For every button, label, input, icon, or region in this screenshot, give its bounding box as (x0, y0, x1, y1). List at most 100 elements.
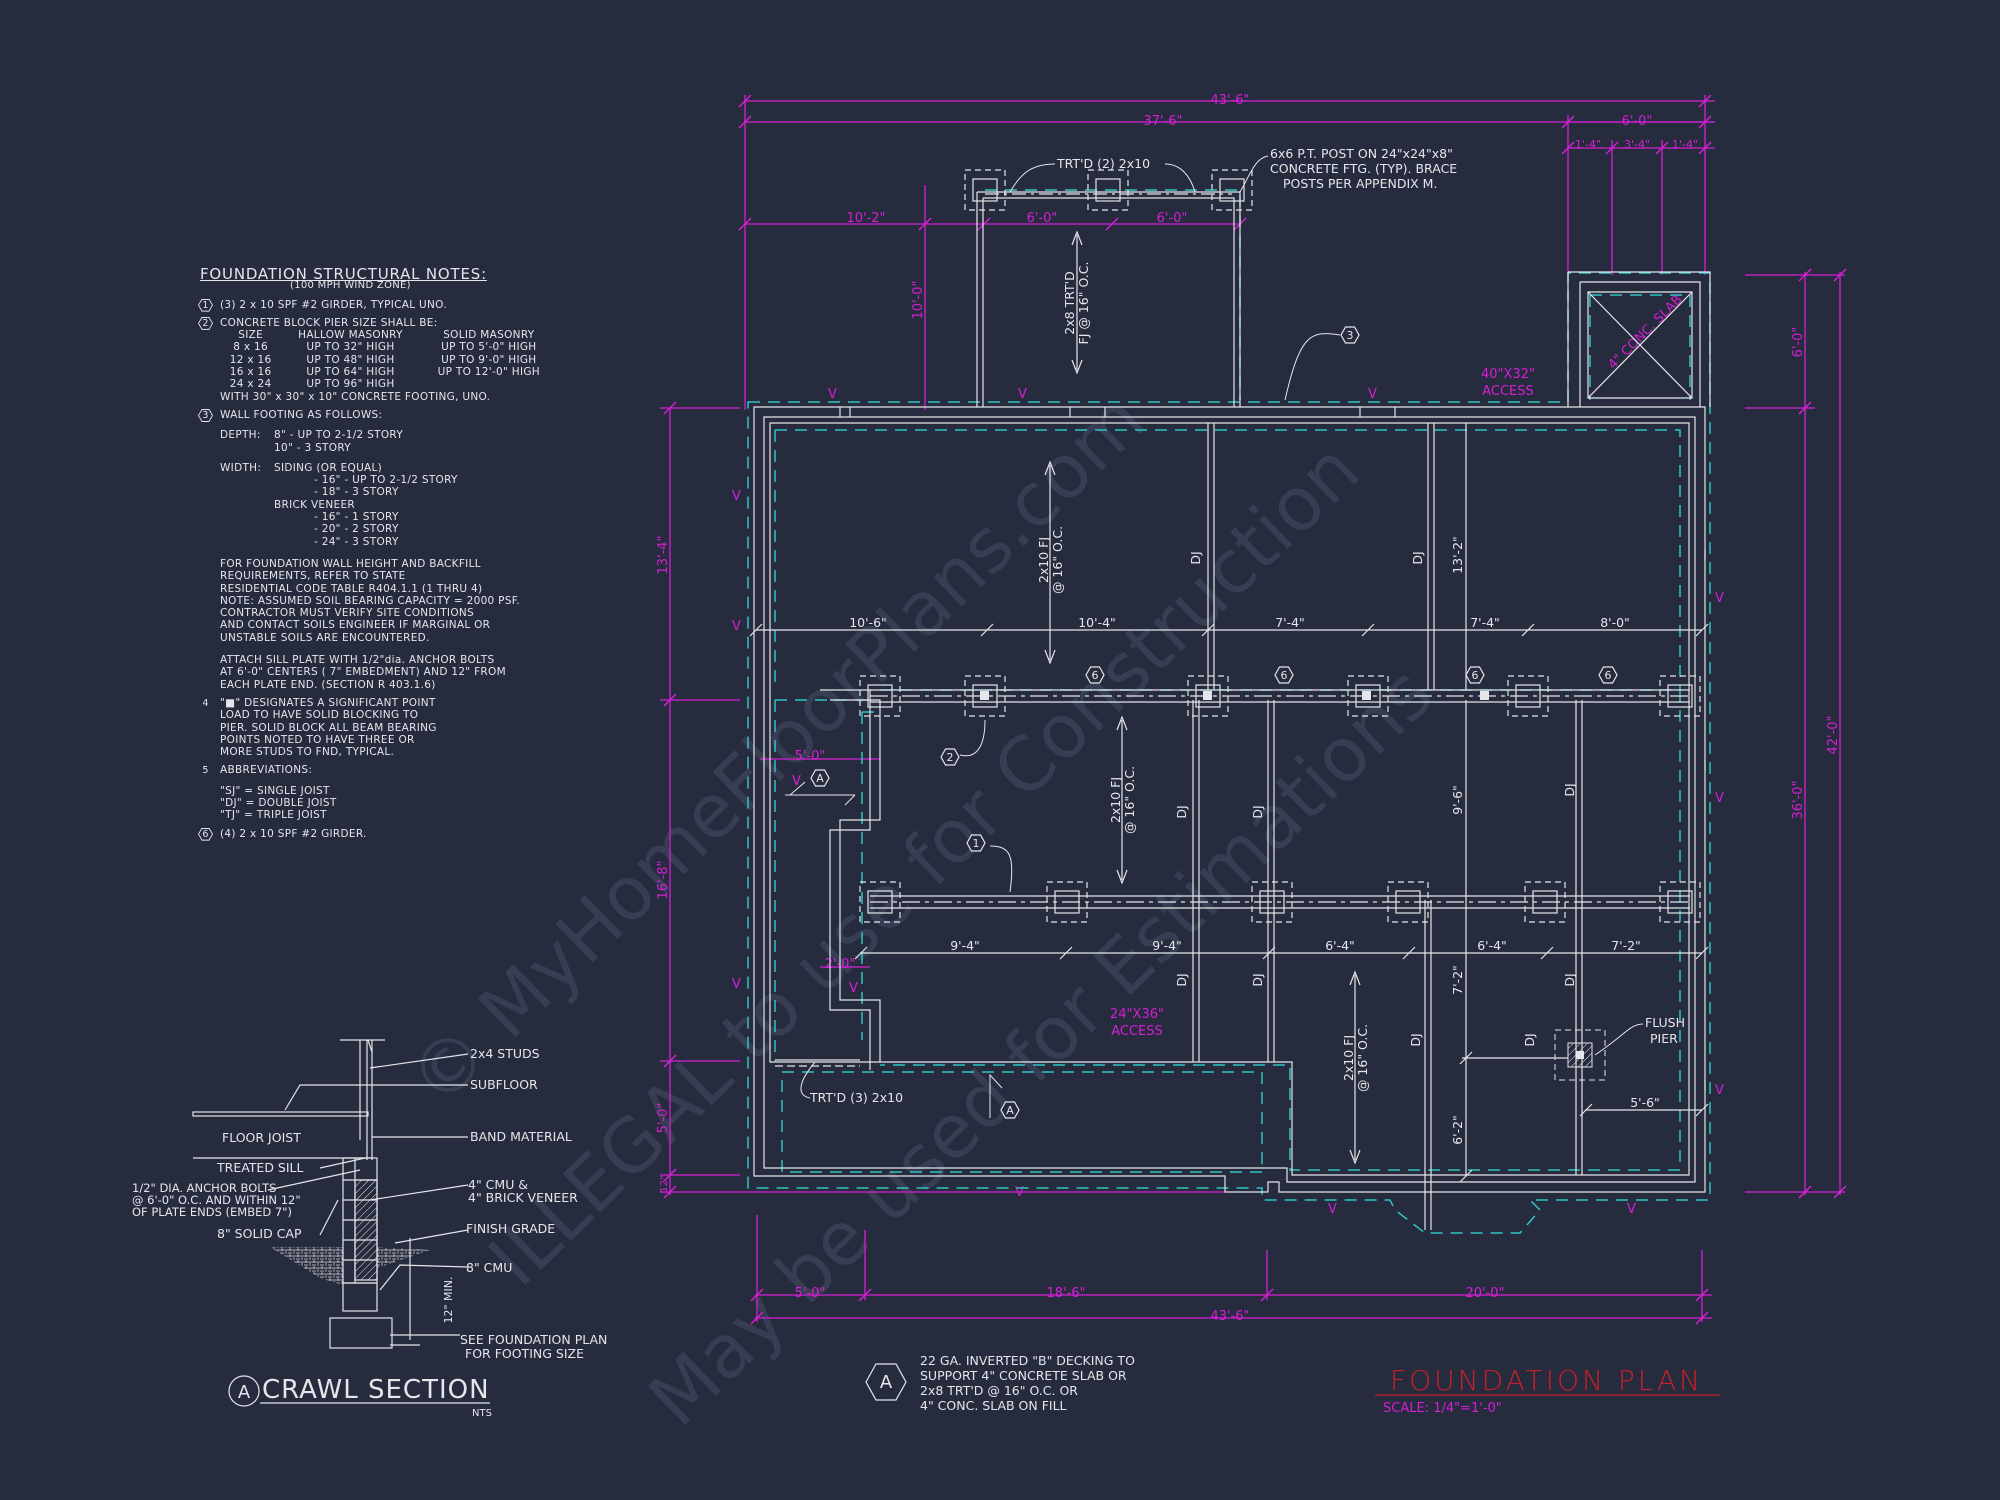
section-tag-icon (228, 1375, 260, 1407)
svg-text:8" SOLID CAP: 8" SOLID CAP (217, 1226, 302, 1241)
note-2-footer: WITH 30" x 30" x 10" CONCRETE FOOTING, U… (220, 390, 491, 403)
svg-text:FJ @ 16" O.C.: FJ @ 16" O.C. (1076, 262, 1091, 345)
svg-text:NTS: NTS (472, 1408, 492, 1419)
watermark: © MyHomeFloorPlans.com ILLEGAL to use fo… (393, 377, 1449, 1443)
svg-text:V: V (1715, 791, 1724, 806)
note-3: 3 WALL FOOTING AS FOLLOWS: DEPTH: 8" - U… (198, 408, 558, 691)
plan-labels: 10'-6" 10'-4" 7'-4" 7'-4" 8'-0" 9'-4" 9'… (809, 146, 1685, 1145)
svg-text:2x8 TRT'D @ 16" O.C. OR: 2x8 TRT'D @ 16" O.C. OR (920, 1383, 1078, 1398)
dimension-lines (660, 95, 1845, 1322)
plan-title: FOUNDATION PLAN (1390, 1364, 1703, 1397)
svg-text:6'-4": 6'-4" (1477, 938, 1507, 953)
svg-text:7'-2": 7'-2" (1611, 938, 1641, 953)
svg-text:FLUSH: FLUSH (1645, 1015, 1685, 1030)
svg-text:FINISH GRADE: FINISH GRADE (466, 1221, 555, 1236)
svg-text:A: A (816, 772, 824, 785)
footing-lines (747, 189, 1711, 1234)
svg-text:6: 6 (1092, 669, 1099, 682)
pier-table-header: SIZE HALLOW MASONRY SOLID MASONRY (238, 329, 535, 342)
svg-text:2x10 FJ: 2x10 FJ (1108, 777, 1123, 823)
svg-text:TREATED SILL: TREATED SILL (216, 1160, 304, 1175)
hex-tags: 3 2 1 6 6 6 6 A A (810, 326, 1618, 1119)
svg-text:V: V (732, 619, 741, 634)
svg-text:6x6 P.T. POST ON 24"x24"x8": 6x6 P.T. POST ON 24"x24"x8" (1270, 146, 1453, 161)
svg-text:DJ: DJ (1562, 783, 1577, 796)
svg-text:DJ: DJ (1250, 973, 1265, 986)
svg-text:FOR FOOTING SIZE: FOR FOOTING SIZE (465, 1346, 584, 1361)
svg-text:6: 6 (1281, 669, 1288, 682)
svg-text:10'-4": 10'-4" (1078, 615, 1116, 630)
svg-text:2: 2 (947, 751, 954, 764)
sill-plate-paragraph: ATTACH SILL PLATE WITH 1/2"dia. ANCHOR B… (220, 654, 506, 691)
notes-title: FOUNDATION STRUCTURAL NOTES: (200, 265, 487, 283)
svg-text:6'-0": 6'-0" (1027, 211, 1058, 226)
note-number: 5 (202, 765, 209, 777)
svg-text:20'-0": 20'-0" (1465, 1286, 1504, 1301)
svg-text:8" CMU: 8" CMU (466, 1260, 512, 1275)
svg-text:CRAWL SECTION: CRAWL SECTION (262, 1375, 490, 1405)
leader-lines (800, 155, 1644, 1118)
svg-text:6'-0": 6'-0" (1622, 114, 1653, 129)
svg-text:37'-6": 37'-6" (1143, 114, 1182, 129)
svg-text:9'-4": 9'-4" (1152, 938, 1182, 953)
svg-text:A: A (238, 1382, 251, 1403)
svg-text:CONCRETE FTG. (TYP). BRACE: CONCRETE FTG. (TYP). BRACE (1270, 161, 1457, 176)
svg-text:5'-0": 5'-0" (795, 749, 826, 764)
svg-text:1/2" DIA. ANCHOR BOLTS: 1/2" DIA. ANCHOR BOLTS (132, 1181, 276, 1195)
note-1-text: (3) 2 x 10 SPF #2 GIRDER, TYPICAL UNO. (220, 298, 447, 311)
section-cut-marker (785, 781, 856, 806)
plan-title-block: FOUNDATION PLAN SCALE: 1/4"=1'-0" (1375, 1364, 1720, 1416)
crawl-section-title: A CRAWL SECTION NTS (228, 1375, 492, 1419)
svg-text:V: V (1715, 1083, 1724, 1098)
svg-text:3: 3 (1347, 329, 1354, 342)
slab-note-a: A 22 GA. INVERTED "B" DECKING TO SUPPORT… (865, 1353, 1135, 1413)
svg-text:DJ: DJ (1188, 551, 1203, 564)
svg-text:V: V (1328, 1202, 1337, 1217)
svg-text:PIER: PIER (1650, 1031, 1678, 1046)
svg-text:6: 6 (1472, 669, 1479, 682)
svg-text:4" BRICK VENEER: 4" BRICK VENEER (468, 1190, 578, 1205)
svg-text:SEE FOUNDATION PLAN: SEE FOUNDATION PLAN (460, 1332, 607, 1347)
svg-text:A: A (1006, 1104, 1014, 1117)
svg-text:ACCESS: ACCESS (1111, 1024, 1163, 1039)
svg-text:V: V (732, 977, 741, 992)
svg-text:V: V (1715, 591, 1724, 606)
svg-text:7'-2": 7'-2" (1450, 965, 1465, 995)
piers (859, 169, 1701, 1081)
width-block: WIDTH: SIDING (OR EQUAL) - 16" - UP TO 2… (220, 461, 458, 548)
svg-text:DJ: DJ (1174, 973, 1189, 986)
svg-text:SUPPORT 4" CONCRETE SLAB OR: SUPPORT 4" CONCRETE SLAB OR (920, 1368, 1127, 1383)
svg-text:43'-6": 43'-6" (1210, 93, 1249, 108)
svg-text:24"X36": 24"X36" (1110, 1007, 1164, 1022)
svg-text:3'-4": 3'-4" (1624, 138, 1650, 151)
svg-text:13'-4": 13'-4" (656, 535, 671, 574)
svg-text:@ 16" O.C.: @ 16" O.C. (1050, 526, 1065, 594)
svg-text:1'-4": 1'-4" (1575, 138, 1601, 151)
svg-text:4" CONC. SLAB ON FILL: 4" CONC. SLAB ON FILL (920, 1398, 1067, 1413)
svg-text:4" CONC. SLAB: 4" CONC. SLAB (1605, 292, 1685, 372)
svg-text:1'-4": 1'-4" (1672, 138, 1698, 151)
svg-text:DJ: DJ (1174, 805, 1189, 818)
note-5: 5 ABBREVIATIONS: "SJ" = SINGLE JOIST "DJ… (198, 764, 558, 821)
svg-text:2x8 TRT'D: 2x8 TRT'D (1062, 271, 1077, 334)
svg-text:DJ: DJ (1410, 551, 1425, 564)
svg-text:2x4 STUDS: 2x4 STUDS (470, 1046, 540, 1061)
svg-text:@ 6'-0" O.C. AND WITHIN 12": @ 6'-0" O.C. AND WITHIN 12" (132, 1193, 301, 1207)
svg-text:6'-0": 6'-0" (1157, 211, 1188, 226)
svg-text:6'-0": 6'-0" (1791, 327, 1806, 358)
svg-text:5'-6": 5'-6" (1630, 1095, 1660, 1110)
svg-text:2x10 FJ: 2x10 FJ (1341, 1035, 1356, 1081)
hex-tag-icon: 3 (198, 408, 213, 422)
notes-subtitle: (100 MPH WIND ZONE) (290, 280, 411, 292)
svg-text:SUBFLOOR: SUBFLOOR (470, 1077, 538, 1092)
svg-text:5'-0": 5'-0" (795, 1286, 826, 1301)
svg-text:12" MIN.: 12" MIN. (442, 1276, 455, 1323)
svg-text:A: A (880, 1372, 893, 1393)
svg-text:V: V (1015, 1185, 1024, 1200)
note-1: 1 (3) 2 x 10 SPF #2 GIRDER, TYPICAL UNO. (198, 298, 558, 312)
svg-text:@ 16" O.C.: @ 16" O.C. (1122, 766, 1137, 834)
